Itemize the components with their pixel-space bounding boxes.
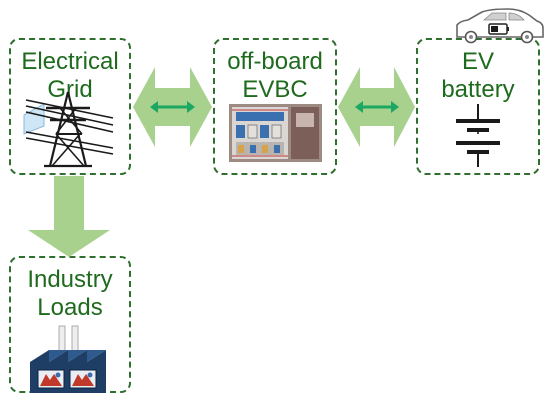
bidirectional-arrow-grid-evbc [133,67,212,147]
bidirectional-arrow-evbc-battery [338,67,415,147]
node-label: EVBC [242,76,308,103]
ev-battery-node: EV battery [416,38,540,175]
node-label: off-board [227,48,323,75]
node-label: Industry [27,266,113,293]
node-label: battery [441,76,515,103]
node-label: EV [461,48,494,75]
power-tower-icon [23,91,114,168]
car-icon [456,8,544,44]
node-label: Loads [37,294,103,321]
node-label: Electrical [21,48,119,75]
battery-symbol-icon [456,104,500,167]
factory-icon [30,325,106,393]
charger-cabinet-icon [229,104,322,162]
down-arrow-grid-industry [28,176,110,257]
